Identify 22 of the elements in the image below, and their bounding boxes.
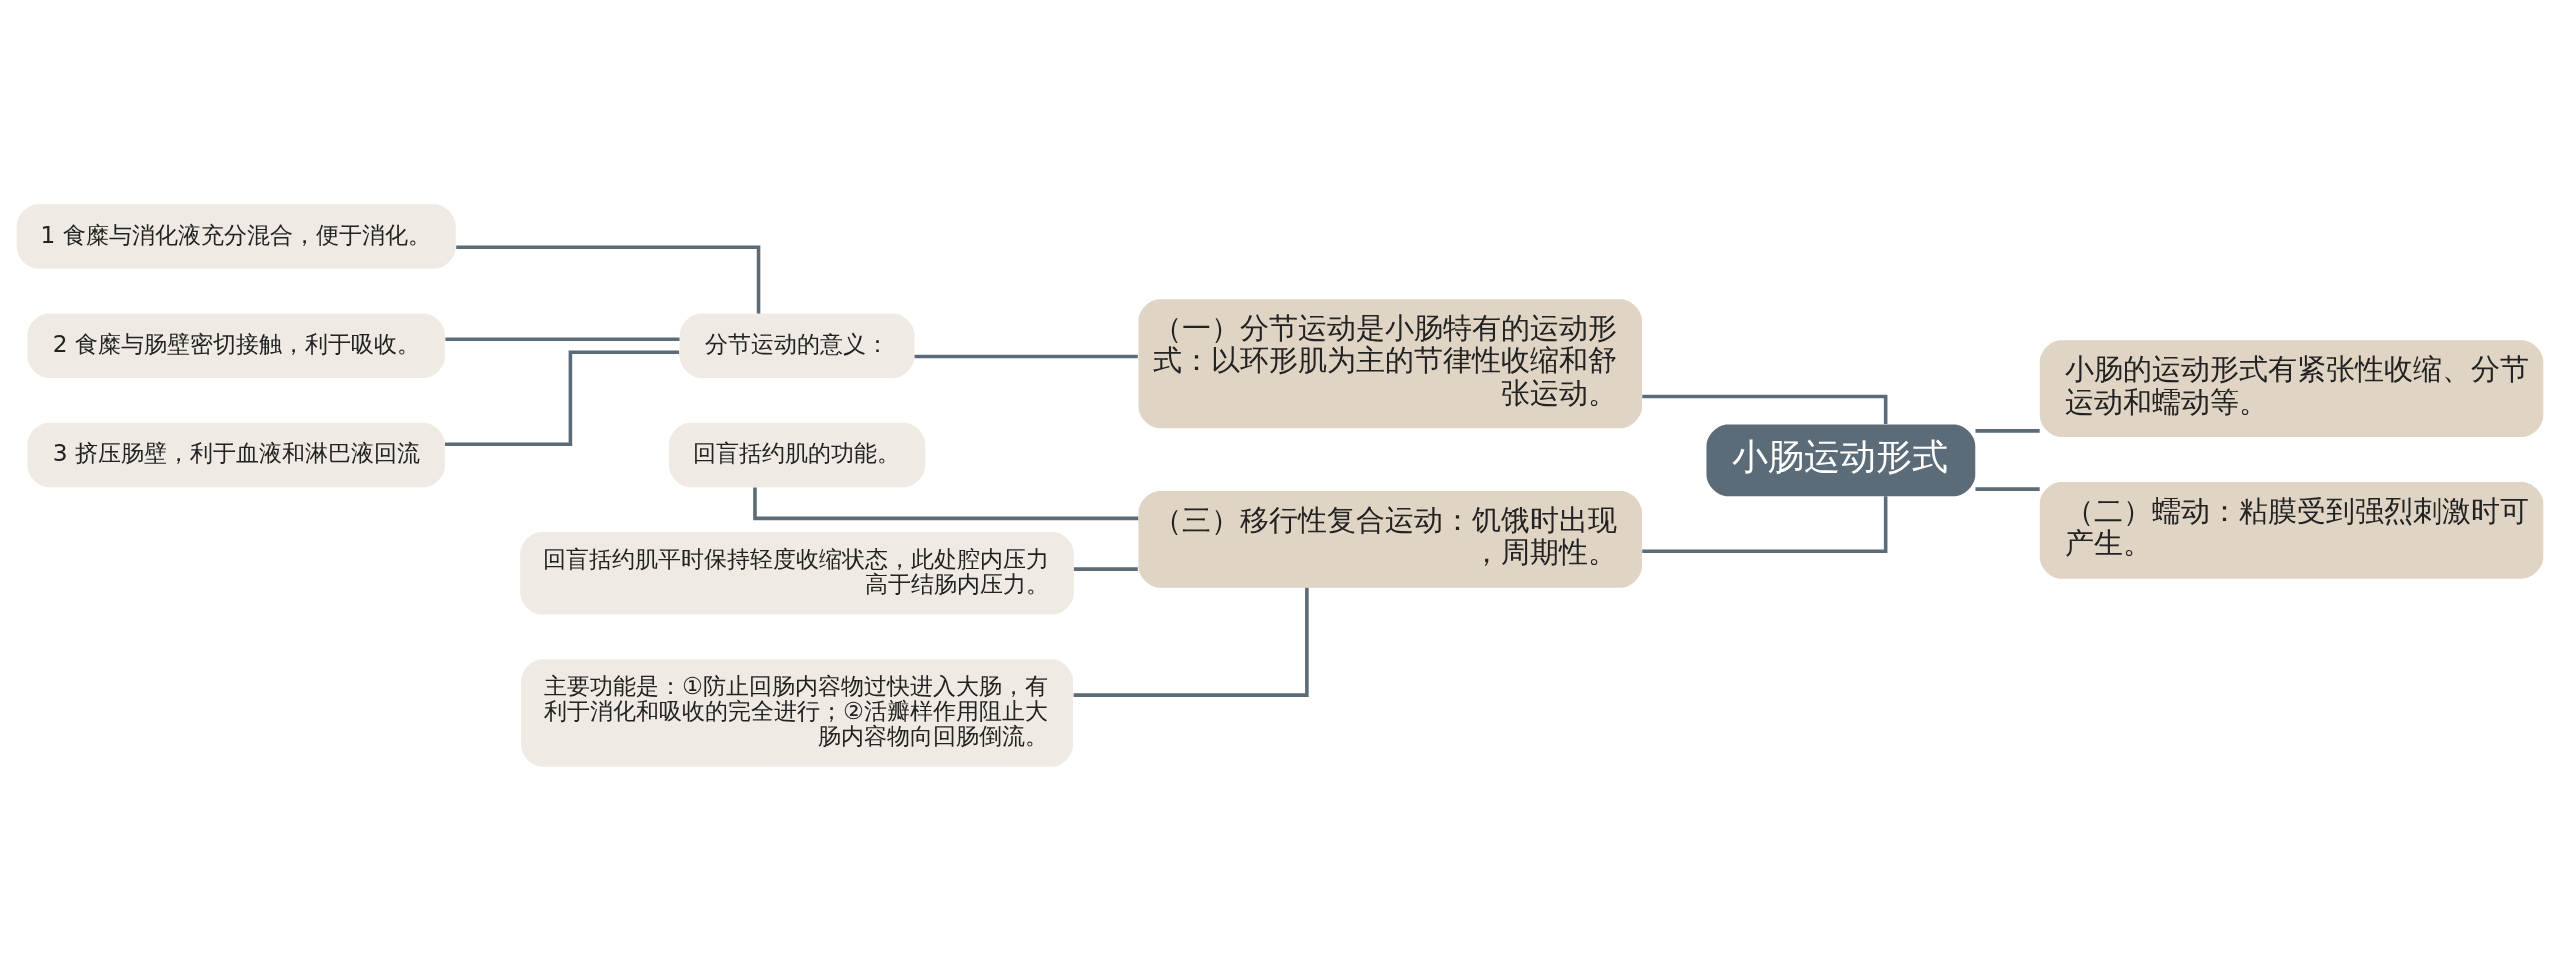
connector <box>914 354 1138 359</box>
node-box: （一）分节运动是小肠特有的运动形式：以环形肌为主的节律性收缩和舒张运动。 <box>1138 299 1642 429</box>
connector <box>445 350 680 447</box>
node-box: 3 挤压肠壁，利于血液和淋巴液回流 <box>27 422 445 488</box>
connector <box>456 245 761 314</box>
node-box: （二）蠕动：粘膜受到强烈刺激时可产生。 <box>2039 481 2544 579</box>
node-box: 小肠运动形式 <box>1706 424 1976 497</box>
connector <box>1642 496 1888 553</box>
node-box: 回盲括约肌的功能。 <box>668 422 926 488</box>
node-box: 1 食糜与消化液充分混合，便于消化。 <box>16 204 456 269</box>
node-box: （三）移行性复合运动：饥饿时出现，周期性。 <box>1138 490 1642 588</box>
connector <box>445 337 680 342</box>
node-box: 小肠的运动形式有紧张性收缩、分节运动和蠕动等。 <box>2039 340 2544 438</box>
node-box: 分节运动的意义： <box>679 313 915 378</box>
node-box: 2 食糜与肠壁密切接触，利于吸收。 <box>27 313 445 378</box>
connector <box>1073 567 1138 571</box>
connector <box>1975 487 2040 491</box>
node-box: 主要功能是：①防止回肠内容物过快进入大肠，有利于消化和吸收的完全进行；②活瓣样作用阻止大肠内容物向回肠倒流。 <box>521 659 1074 767</box>
connector <box>1642 394 1888 424</box>
connector <box>1975 429 2040 433</box>
connector <box>1073 587 1309 697</box>
node-box: 回盲括约肌平时保持轻度收缩状态，此处腔内压力高于结肠内压力。 <box>520 532 1074 615</box>
